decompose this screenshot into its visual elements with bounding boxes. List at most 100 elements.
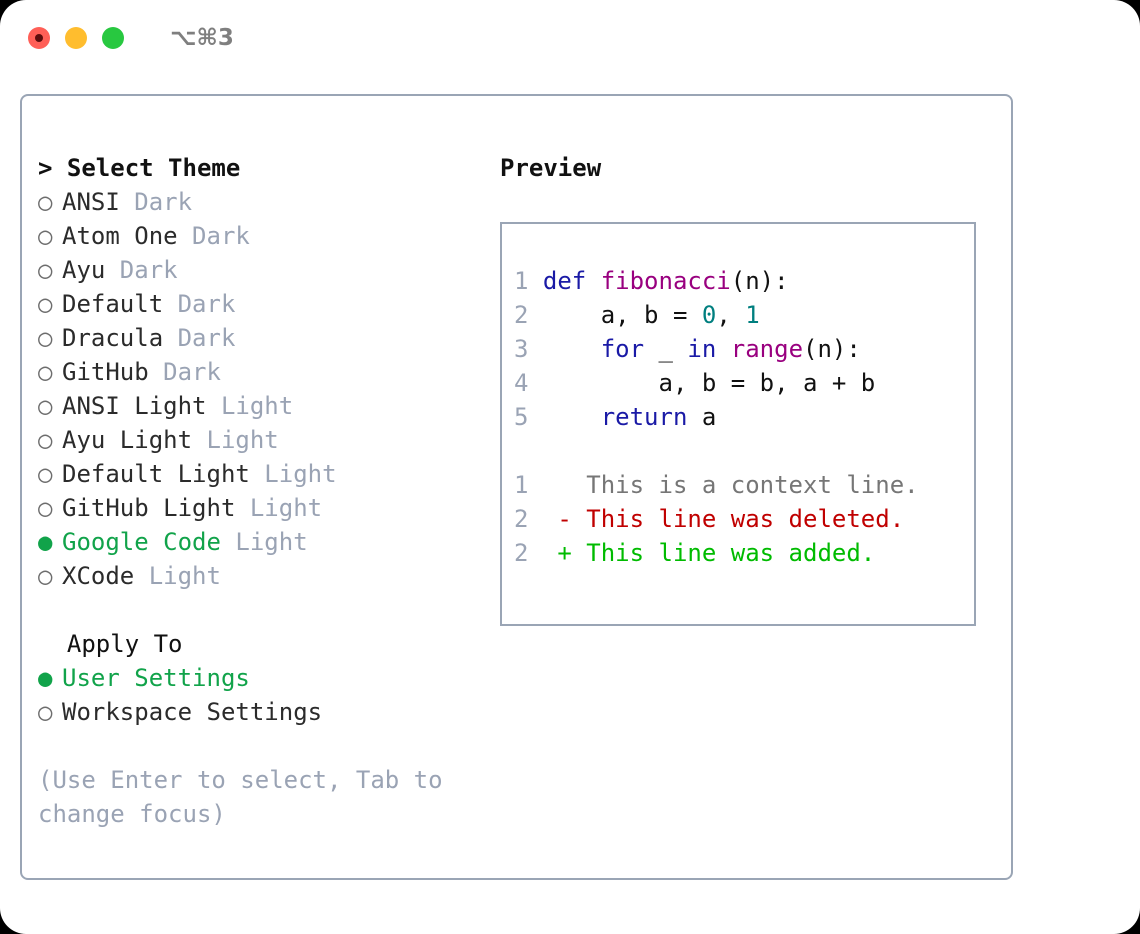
theme-option-google-code[interactable]: ● Google Code Light <box>38 525 498 559</box>
code-token: in <box>687 335 717 363</box>
theme-option-ayu-light[interactable]: ○ Ayu Light Light <box>38 423 498 457</box>
diff-text: This line was deleted. <box>586 505 905 533</box>
diff-sign: + <box>557 539 587 567</box>
code-token: a, b = b, a + b <box>542 369 876 397</box>
diff-line: 2 + This line was added. <box>514 536 919 570</box>
code-token: a, b = <box>542 301 702 329</box>
diff-line: 1 This is a context line. <box>514 468 919 502</box>
theme-option-variant: Dark <box>119 188 193 216</box>
traffic-light-buttons <box>28 27 124 49</box>
code-line: 3 for _ in range(n): <box>514 332 919 366</box>
line-number: 1 <box>514 471 558 499</box>
radio-selected-icon: ● <box>38 528 67 556</box>
apply-to-option-workspace-settings[interactable]: ○ Workspace Settings <box>38 695 498 729</box>
radio-unselected-icon: ○ <box>38 426 67 454</box>
code-token: range <box>730 335 804 363</box>
radio-unselected-icon: ○ <box>38 494 67 522</box>
theme-option-label: GitHub Light <box>62 494 236 522</box>
code-token: fibonacci <box>600 267 731 295</box>
title-bar: ⌥⌘3 <box>0 0 1140 76</box>
apply-to-title-text: Apply To <box>66 630 183 658</box>
line-number: 1 <box>514 267 543 295</box>
theme-option-label: GitHub <box>62 358 149 386</box>
code-token <box>716 335 730 363</box>
theme-option-label: Dracula <box>62 324 164 352</box>
radio-unselected-icon: ○ <box>38 290 67 318</box>
theme-option-label: Google Code <box>62 528 221 556</box>
code-line: 4 a, b = b, a + b <box>514 366 919 400</box>
theme-option-label: Ayu <box>62 256 106 284</box>
code-token: , <box>716 301 746 329</box>
diff-line: 2 - This line was deleted. <box>514 502 919 536</box>
theme-option-variant: Dark <box>148 358 221 386</box>
theme-option-ansi-light[interactable]: ○ ANSI Light Light <box>38 389 498 423</box>
theme-option-label: Ayu Light <box>62 426 193 454</box>
code-token: (n): <box>730 267 789 295</box>
theme-picker-title: > Select Theme <box>38 151 498 185</box>
radio-unselected-icon: ○ <box>38 188 67 216</box>
theme-option-label: ANSI <box>62 188 120 216</box>
theme-option-default[interactable]: ○ Default Dark <box>38 287 498 321</box>
diff-sign <box>557 471 586 499</box>
code-token: 0 <box>701 301 717 329</box>
diff-text: This is a context line. <box>586 471 919 499</box>
code-diff-separator <box>514 434 919 468</box>
radio-unselected-icon: ○ <box>38 460 67 488</box>
apply-to-option-user-settings[interactable]: ● User Settings <box>38 661 498 695</box>
code-token: return <box>600 403 688 431</box>
list-spacer <box>38 593 498 627</box>
theme-option-github-light[interactable]: ○ GitHub Light Light <box>38 491 498 525</box>
theme-option-label: Atom One <box>62 222 178 250</box>
theme-option-variant: Light <box>206 392 294 420</box>
theme-option-variant: Light <box>249 460 337 488</box>
keyboard-hint-text: (Use Enter to select, Tab to change focu… <box>38 766 458 828</box>
apply-to-indent <box>38 630 67 658</box>
theme-option-variant: Dark <box>105 256 178 284</box>
preview-column: Preview 1 def fibonacci(n):2 a, b = 0, 1… <box>500 151 1000 626</box>
hint-spacer <box>38 729 498 763</box>
code-token: 1 <box>745 301 760 329</box>
zoom-window-button[interactable] <box>102 27 124 49</box>
close-window-button[interactable] <box>28 27 50 49</box>
minimize-window-button[interactable] <box>65 27 87 49</box>
theme-option-default-light[interactable]: ○ Default Light Light <box>38 457 498 491</box>
theme-picker-title-text: Select Theme <box>66 154 241 182</box>
prompt-caret: > <box>38 154 67 182</box>
theme-option-dracula[interactable]: ○ Dracula Dark <box>38 321 498 355</box>
apply-to-list: ● User Settings○ Workspace Settings <box>38 661 498 729</box>
theme-option-ansi[interactable]: ○ ANSI Dark <box>38 185 498 219</box>
code-token <box>543 335 601 363</box>
diff-text: This line was added. <box>586 539 876 567</box>
theme-option-variant: Dark <box>163 290 236 318</box>
radio-unselected-icon: ○ <box>38 358 67 386</box>
radio-unselected-icon: ○ <box>38 324 67 352</box>
theme-option-label: Default Light <box>62 460 250 488</box>
code-token: def <box>542 267 601 295</box>
radio-unselected-icon: ○ <box>38 562 67 590</box>
code-line: 5 return a <box>514 400 919 434</box>
theme-option-ayu[interactable]: ○ Ayu Dark <box>38 253 498 287</box>
code-token <box>543 403 601 431</box>
code-token: a <box>687 403 717 431</box>
code-token: for <box>600 335 645 363</box>
theme-option-variant: Light <box>134 562 221 590</box>
radio-selected-icon: ● <box>38 664 67 692</box>
radio-unselected-icon: ○ <box>38 222 67 250</box>
theme-option-label: ANSI Light <box>62 392 207 420</box>
theme-option-atom-one[interactable]: ○ Atom One Dark <box>38 219 498 253</box>
theme-option-variant: Light <box>220 528 308 556</box>
theme-option-xcode[interactable]: ○ XCode Light <box>38 559 498 593</box>
code-token: (n): <box>803 335 861 363</box>
preview-title: Preview <box>500 154 602 182</box>
radio-unselected-icon: ○ <box>38 256 67 284</box>
theme-picker-column: > Select Theme ○ ANSI Dark○ Atom One Dar… <box>38 151 498 831</box>
diff-sign: - <box>557 505 587 533</box>
theme-option-variant: Light <box>192 426 279 454</box>
theme-option-github[interactable]: ○ GitHub Dark <box>38 355 498 389</box>
code-line: 1 def fibonacci(n): <box>514 264 919 298</box>
apply-to-option-label: User Settings <box>62 664 250 692</box>
radio-unselected-icon: ○ <box>38 698 67 726</box>
